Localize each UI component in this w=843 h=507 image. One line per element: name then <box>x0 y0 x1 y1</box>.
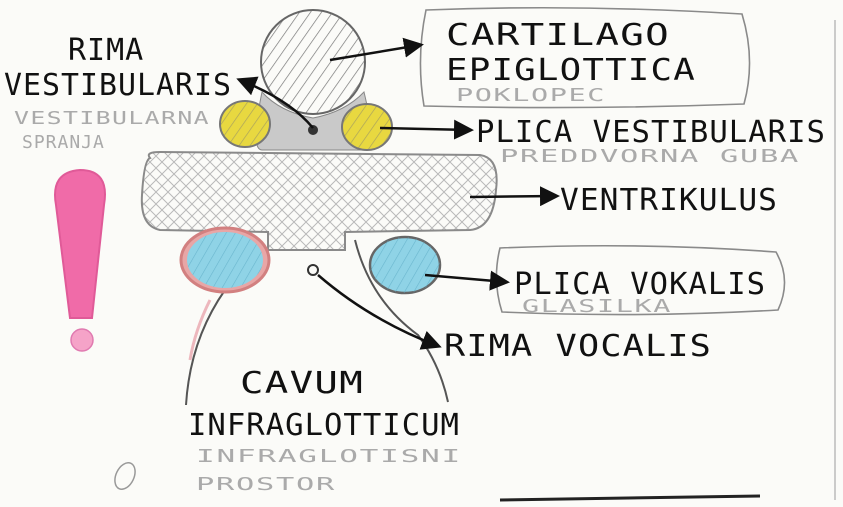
rima-vestibularis-label-1: RIMA <box>68 33 144 68</box>
rima-vestibularis-label-2: VESTIBULARIS <box>4 68 232 103</box>
cavum-label-1: CAVUM <box>240 366 364 401</box>
exclamation-dot <box>71 329 93 351</box>
arrow-plica-vestibularis <box>380 128 470 130</box>
arrow-ventrikulus <box>470 196 556 197</box>
cartilago-label-1: CARTILAGO <box>446 18 670 53</box>
cartilago-sub: POKLOPEC <box>456 85 606 106</box>
cavum-sub-1: INFRAGLOTISNI <box>196 446 462 467</box>
exclamation-mark-icon <box>55 170 105 318</box>
edge-line-bottom <box>500 496 760 500</box>
cavum-sub-2: PROSTOR <box>196 474 336 495</box>
ventrikulus-label: VENTRIKULUS <box>560 183 778 218</box>
doodle-circle <box>111 460 139 493</box>
plica-vokalis-sub: GLASILKA <box>522 296 672 317</box>
plica-vestibularis-label: PLICA VESTIBULARIS <box>476 115 826 150</box>
rima-vestibularis-sub-1: VESTIBULARNA <box>14 108 210 129</box>
cavum-label-2: INFRAGLOTTICUM <box>188 408 460 443</box>
cartilago-label-2: EPIGLOTTICA <box>446 53 696 88</box>
rima-vocalis-label: RIMA VOCALIS <box>444 329 712 364</box>
rima-vestibularis-sub-2: SPRANJA <box>22 132 105 153</box>
rima-vocalis-dot <box>308 265 318 275</box>
plica-vestibularis-sub: PREDDVORNA GUBA <box>500 146 800 167</box>
infraglottic-wall-left-pink <box>190 300 210 360</box>
